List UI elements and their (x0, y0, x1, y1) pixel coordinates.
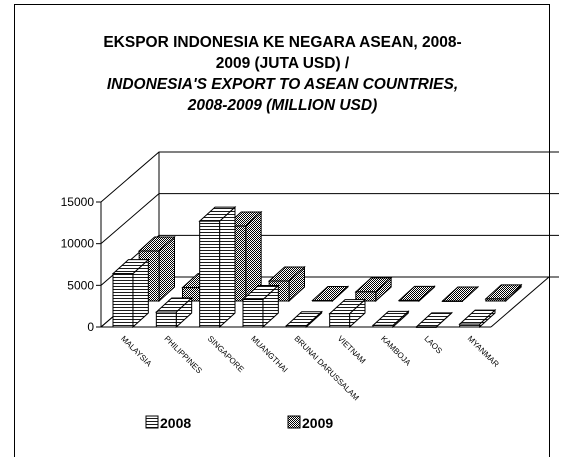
bar-2009-4-top (311, 286, 350, 301)
bar-2009-4-front (311, 300, 333, 302)
y-tick-label-2: 10000 (61, 237, 95, 251)
bar-2009-7-top (441, 286, 480, 302)
bar-2009-5-front (355, 291, 377, 302)
bar-2008-1-front (155, 311, 177, 328)
bar-2008-1 (155, 296, 193, 329)
title-line-1: EKSPOR INDONESIA KE NEGARA ASEAN, 2008- (103, 34, 462, 51)
x-tick-label-3: MUANGTHAI (249, 334, 289, 374)
legend-label-2008: 2008 (160, 415, 191, 431)
bar-2008-3 (241, 284, 280, 329)
bar-2009-4 (311, 285, 350, 303)
x-tick-label-7: LAOS (422, 334, 443, 355)
bar-2009-8-front (485, 298, 507, 302)
x-tick-label-0: MALAYSIA (119, 334, 154, 369)
chart-axis: 0 5000 10000 15000 (61, 195, 491, 334)
bar-2008-4 (285, 310, 323, 329)
bar-2009-6-front (398, 299, 420, 302)
bar-2009-7-front (441, 300, 463, 302)
legend-label-2009: 2009 (302, 415, 333, 431)
title-line-2: 2009 (JUTA USD) / (215, 55, 350, 72)
x-tick-label-5: VIETNAM (336, 334, 368, 366)
y-tick-label-3: 15000 (61, 195, 95, 209)
bar-2008-5-front (329, 313, 351, 328)
x-tick-label-6: KAMBOJA (379, 334, 413, 368)
bar-2009-6 (397, 285, 436, 303)
chart-frame (14, 4, 550, 457)
bar-2008-6 (371, 310, 410, 329)
x-tick-label-8: MYANMAR (466, 334, 501, 369)
gridline-3 (100, 151, 559, 203)
bar-2008-8 (458, 308, 497, 329)
title-line-3: INDONESIA'S EXPORT TO ASEAN COUNTRIES, (106, 76, 459, 93)
chart-legend: 2008 2009 (145, 415, 333, 431)
title-line-4: 2008-2009 (MILLION USD) (187, 97, 378, 114)
bar-2008-0 (111, 258, 150, 329)
bar-2008-5 (328, 298, 367, 329)
bar-2008-2-side (219, 206, 236, 329)
bar-2008-3-front (242, 299, 264, 328)
chart-title: EKSPOR INDONESIA KE NEGARA ASEAN, 2008- … (0, 32, 565, 116)
x-tick-label-1: PHILIPPINES (162, 334, 203, 375)
bar-2008-4-top (285, 311, 323, 327)
bar-2008-7 (415, 311, 453, 329)
gridline-2 (100, 193, 559, 245)
legend-swatch-2009 (287, 415, 301, 429)
legend-swatch-2008 (145, 415, 159, 429)
bar-2008-7-top (415, 312, 453, 328)
bar-2009-5 (354, 276, 393, 303)
bar-2009-7 (441, 285, 480, 303)
bar-2009-8 (484, 283, 523, 303)
floor-right-edge (490, 276, 550, 328)
bar-2008-2-front (199, 220, 221, 328)
y-tick-label-0: 0 (87, 320, 94, 334)
bar-2008-0-front (112, 273, 134, 328)
bar-2009-6-top (397, 285, 436, 301)
bar-2008-2 (198, 206, 237, 329)
chart-bars (111, 206, 523, 329)
x-tick-label-2: SINGAPORE (206, 334, 246, 374)
y-tick-label-1: 5000 (67, 278, 94, 292)
